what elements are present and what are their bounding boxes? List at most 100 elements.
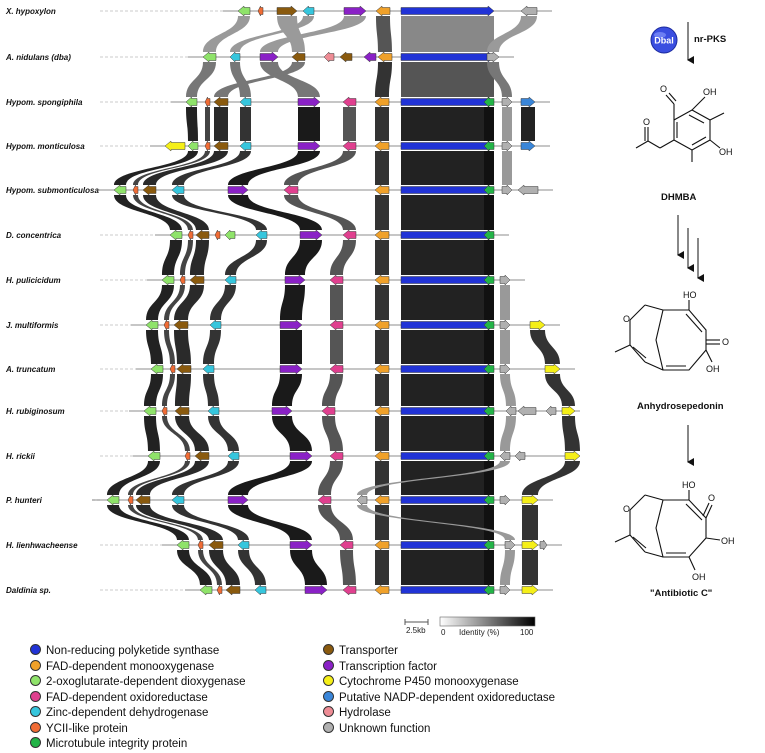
legend-item: Cytochrome P450 monooxygenase [323,675,555,691]
atom-oh: OH [706,364,720,374]
tr-gene-arrow [174,405,190,417]
tf-gene-arrow [227,494,249,506]
synteny-link [484,550,494,585]
synteny-link [164,330,175,364]
unk-gene-arrow [514,450,526,462]
synteny-link [228,151,320,185]
pks-gene-arrow [400,539,495,551]
unk-gene-arrow [505,405,517,417]
synteny-link [174,285,204,320]
synteny-link [376,16,392,52]
species-label: D. concentrica [6,231,62,240]
scale-bar-label: 2.5kb [406,626,426,635]
fmo-gene-arrow [374,405,390,417]
legend-label: Zinc-dependent dehydrogenase [46,707,209,719]
synteny-link [484,107,494,141]
synteny-link [298,107,320,141]
legend-dot-icon [323,721,334,733]
fad-gene-arrow [342,140,357,152]
mt-gene-arrow [483,494,495,506]
mt-gene-arrow [483,405,495,417]
species-label: H. lienhwacheense [6,541,78,550]
synteny-link [198,550,222,585]
species-label: A. truncatum [5,365,55,374]
synteny-link [401,461,494,495]
synteny-link [401,62,494,97]
dbal-label: Dbal [654,36,674,46]
synteny-link [484,505,494,540]
tf-gene-arrow [343,5,367,17]
legend-item: Transporter [323,644,555,660]
legend-label: Unknown function [339,722,431,735]
tf-gene-arrow [304,584,328,596]
synteny-link [401,107,494,141]
fad-gene-arrow [329,363,344,375]
legend-dot-icon [30,690,41,702]
zn-gene-arrow [171,494,185,506]
mt-gene-arrow [483,274,495,286]
synteny-link [401,240,494,275]
synteny-link [136,461,209,495]
identity-min: 0 [441,628,446,637]
og-gene-arrow [143,405,157,417]
dhmba-structure [635,92,725,162]
synteny-link [401,416,494,451]
synteny-link [330,330,343,364]
zn-gene-arrow [207,405,220,417]
synteny-link [240,107,251,141]
legend-label: Transporter [339,645,399,657]
fmo-gene-arrow [374,274,390,286]
atom-o: O [660,84,667,94]
og-gene-arrow [150,363,164,375]
identity-title: Identity (%) [459,628,500,637]
unk-gene-arrow [545,405,557,417]
synteny-link [172,151,251,185]
og-gene-arrow [187,140,199,152]
synteny-link [343,107,356,141]
scale-bar: 2.5kb [404,619,429,635]
legend-dot-icon [30,737,41,748]
mt-gene-arrow [483,584,495,596]
synteny-link [401,374,494,406]
mt-gene-arrow [483,96,495,108]
synteny-link [502,107,512,141]
yc-gene-arrow [132,184,139,196]
fad-gene-arrow [329,274,344,286]
pks-gene-arrow [400,96,495,108]
tr-gene-arrow [213,140,229,152]
synteny-link [228,461,312,495]
species-label: P. hunteri [6,496,43,505]
synteny-link [562,416,580,451]
fmo-gene-arrow [377,51,393,63]
synteny-link [162,374,175,406]
synteny-link [375,416,389,451]
pks-gene-arrow [400,405,495,417]
synteny-link [177,550,212,585]
synteny-link [500,550,515,585]
zn-gene-arrow [224,274,237,286]
fad-gene-arrow [329,450,344,462]
compound-name-dhmba: DHMBA [661,192,696,203]
synteny-link [484,285,494,320]
synteny-link [522,550,538,585]
og-gene-arrow [161,274,175,286]
fmo-gene-arrow [374,184,390,196]
legend-label: Non-reducing polyketide synthase [46,645,220,657]
synteny-link [203,374,219,406]
synteny-link [214,62,305,97]
species-label: H. rubiginosum [6,407,65,416]
synteny-link [484,195,494,230]
atom-oh: OH [721,536,735,546]
synteny-link [375,151,389,185]
synteny-link [260,62,320,97]
synteny-link [340,550,356,585]
synteny-link [208,416,239,451]
synteny-link [228,505,312,540]
species-label: Hypom. monticulosa [6,142,85,151]
synteny-link [375,107,389,141]
synteny-link [522,461,580,495]
og-gene-arrow [237,5,251,17]
og-gene-arrow [147,450,161,462]
